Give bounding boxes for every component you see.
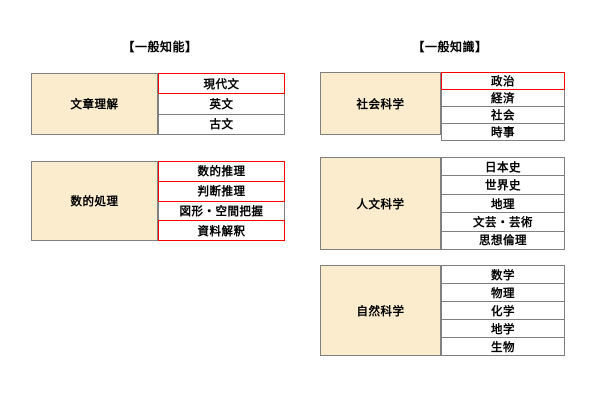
subject-list-shakai-kagaku: 政治 経済 社会 時事 [441, 72, 565, 141]
category-cell-jinbun-kagaku: 人文科学 [320, 157, 441, 250]
subject-cell-suteki-suiri: 数的推理 [158, 161, 285, 182]
subject-block-suteki-shori: 数的処理 数的推理 判断推理 図形・空間把握 資料解釈 [31, 161, 285, 241]
subject-cell-shakai: 社会 [441, 106, 565, 124]
column-header-general-knowledge: 【一般知識】 [412, 40, 488, 54]
subject-cell-seiji: 政治 [441, 72, 565, 90]
subject-list-suteki-shori: 数的推理 判断推理 図形・空間把握 資料解釈 [158, 161, 285, 241]
subject-cell-bungei-geijutsu: 文芸・芸術 [441, 212, 565, 232]
category-cell-shizen-kagaku: 自然科学 [320, 265, 441, 356]
subject-cell-nihonshi: 日本史 [441, 157, 565, 177]
subject-block-shakai-kagaku: 社会科学 政治 経済 社会 時事 [320, 72, 565, 141]
subject-cell-butsuri: 物理 [441, 283, 565, 302]
column-header-general-intelligence: 【一般知能】 [122, 40, 198, 54]
subject-cell-shiryo-kaishaku: 資料解釈 [158, 220, 285, 241]
subject-cell-kobun: 古文 [158, 113, 285, 135]
subject-cell-seibutsu: 生物 [441, 337, 565, 356]
category-cell-bunsho-rikai: 文章理解 [31, 73, 158, 135]
subject-cell-handan-suiri: 判断推理 [158, 180, 285, 202]
subject-list-bunsho-rikai: 現代文 英文 古文 [158, 73, 285, 135]
subject-block-bunsho-rikai: 文章理解 現代文 英文 古文 [31, 73, 285, 135]
subject-cell-shiso-rinri: 思想倫理 [441, 230, 565, 251]
subject-cell-sugaku: 数学 [441, 265, 565, 284]
subject-cell-jiji: 時事 [441, 123, 565, 141]
subject-block-jinbun-kagaku: 人文科学 日本史 世界史 地理 文芸・芸術 思想倫理 [320, 157, 565, 251]
subject-list-shizen-kagaku: 数学 物理 化学 地学 生物 [441, 265, 565, 356]
subject-cell-keizai: 経済 [441, 89, 565, 107]
subject-cell-eibun: 英文 [158, 93, 285, 115]
subject-cell-chiri: 地理 [441, 193, 565, 214]
subject-list-jinbun-kagaku: 日本史 世界史 地理 文芸・芸術 思想倫理 [441, 157, 565, 251]
subject-cell-gendaibun: 現代文 [158, 73, 285, 95]
subject-cell-chigaku: 地学 [441, 319, 565, 338]
subject-cell-sekaishi: 世界史 [441, 175, 565, 195]
subject-block-shizen-kagaku: 自然科学 数学 物理 化学 地学 生物 [320, 265, 565, 356]
subject-cell-zukei-kukan-haaku: 図形・空間把握 [158, 200, 285, 222]
category-cell-shakai-kagaku: 社会科学 [320, 72, 441, 135]
subject-cell-kagaku-chem: 化学 [441, 301, 565, 320]
category-cell-suteki-shori: 数的処理 [31, 161, 158, 241]
